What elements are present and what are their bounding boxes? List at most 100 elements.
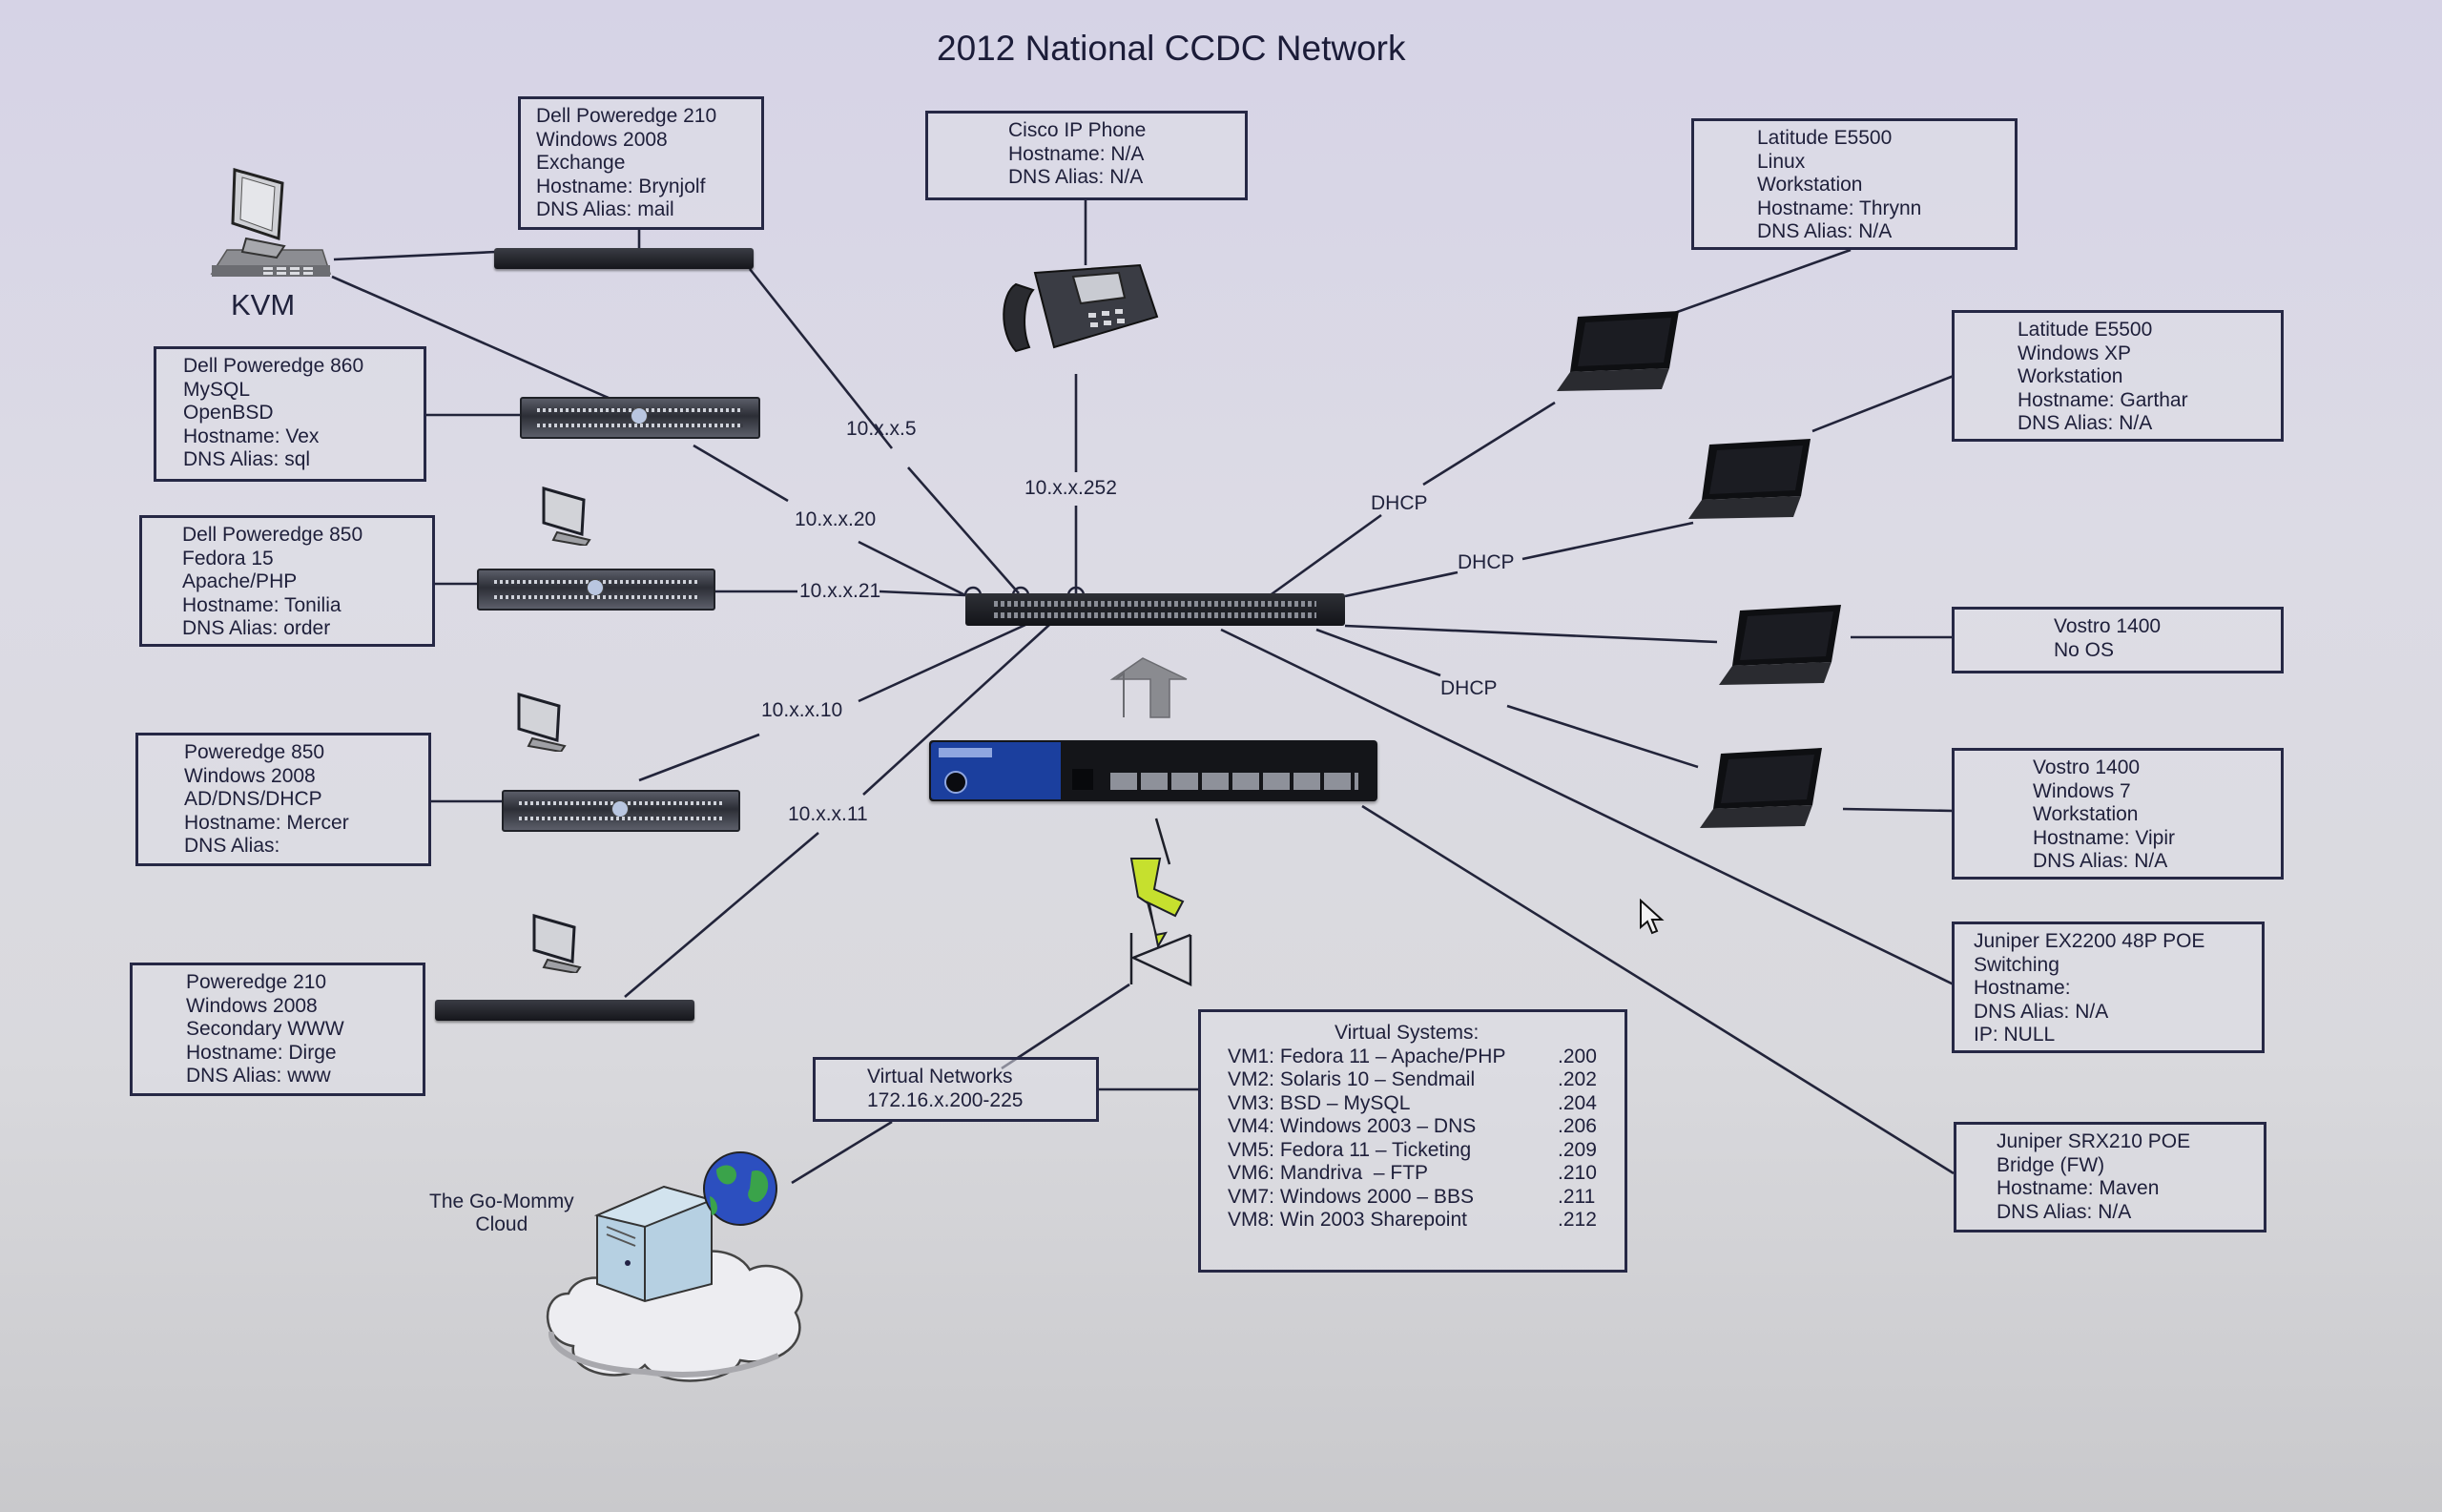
link-exchange-switch [748, 268, 894, 449]
laptop-thrynn[interactable] [1557, 303, 1681, 395]
box-line: Virtual Networks [867, 1066, 1013, 1087]
box-line: Dell Poweredge 850 [182, 524, 363, 546]
uplink-arrow-icon [1109, 657, 1188, 718]
server-www2[interactable] [435, 1000, 694, 1021]
kvm-label: KVM [231, 288, 296, 321]
vm-ip: .202 [1558, 1068, 1597, 1090]
link-switch-garthar [1344, 570, 1459, 598]
info-box-ad: Poweredge 850 Windows 2008 AD/DNS/DHCP H… [135, 733, 431, 866]
box-line: Hostname: Brynjolf [536, 175, 706, 197]
box-line: Workstation [2018, 365, 2123, 387]
info-box-vipir: Vostro 1400 Windows 7 Workstation Hostna… [1952, 748, 2284, 880]
link-label-mysql: 10.x.x.20 [795, 508, 877, 530]
vm-name: VM5: Fedora 11 – Ticketing [1228, 1138, 1472, 1161]
box-line: DNS Alias: [184, 835, 280, 857]
box-line: Latitude E5500 [2018, 319, 2153, 341]
vm-ip: .200 [1558, 1045, 1597, 1067]
box-line: Vostro 1400 [2033, 756, 2141, 778]
box-line: Hostname: Vex [183, 425, 320, 447]
laptop-vostro-noos[interactable] [1719, 597, 1843, 689]
server-web[interactable] [477, 569, 715, 611]
box-line: DNS Alias: N/A [1008, 166, 1144, 188]
box-line: DNS Alias: mail [536, 198, 674, 220]
box-line: AD/DNS/DHCP [184, 788, 322, 810]
globe-icon [703, 1151, 777, 1226]
link-label-exchange: 10.x.x.5 [846, 418, 917, 440]
link-antenna-vnet [1001, 983, 1130, 1070]
box-line: Windows 2008 [536, 128, 668, 151]
vm-ip: .211 [1558, 1185, 1596, 1208]
vm-name: VM7: Windows 2000 – BBS [1228, 1185, 1474, 1208]
vm-row: VM8: Win 2003 Sharepoint.212 [1228, 1209, 1625, 1232]
link-label-www2: 10.x.x.11 [788, 803, 868, 825]
diagram-title: 2012 National CCDC Network [937, 29, 1406, 68]
vm-ip: .210 [1558, 1162, 1597, 1184]
box-line: Hostname: N/A [1008, 142, 1145, 165]
box-line: Exchange [536, 152, 626, 174]
box-line: Hostname: Dirge [186, 1041, 337, 1064]
box-line: MySQL [183, 378, 251, 401]
server-ad[interactable] [502, 790, 740, 832]
laptop-vipir[interactable] [1700, 740, 1824, 832]
ip-phone-icon[interactable] [997, 256, 1159, 362]
box-line: Poweredge 210 [186, 971, 327, 993]
kvm-device[interactable] [208, 164, 332, 283]
box-line: DNS Alias: sql [183, 448, 311, 470]
link-label-dhcp-1: DHCP [1371, 492, 1428, 514]
link-mysql-switch [693, 444, 789, 503]
link-vnet-cloud [791, 1120, 893, 1185]
box-line: Poweredge 850 [184, 741, 325, 763]
link-label-dhcp-3: DHCP [1440, 677, 1498, 699]
box-line: Bridge (FW) [1997, 1153, 2105, 1176]
box-line: OpenBSD [183, 402, 274, 424]
core-switch-ex2200[interactable] [965, 593, 1345, 626]
link-kvm-mysql [331, 275, 611, 401]
info-box-phone: Cisco IP Phone Hostname: N/A DNS Alias: … [925, 111, 1248, 200]
box-line: Hostname: Garthar [2018, 388, 2188, 411]
box-line: DNS Alias: N/A [1757, 220, 1893, 242]
info-box-ex2200: Juniper EX2200 48P POE Switching Hostnam… [1952, 922, 2265, 1053]
link-switch-ex2200 [1220, 628, 1955, 986]
server-exchange[interactable] [494, 248, 754, 269]
info-box-exchange: Dell Poweredge 210 Windows 2008 Exchange… [518, 96, 764, 230]
laptop-garthar[interactable] [1688, 431, 1812, 523]
server-mysql[interactable] [520, 397, 760, 439]
info-box-srx210: Juniper SRX210 POE Bridge (FW) Hostname:… [1954, 1122, 2266, 1232]
info-box-mysql: Dell Poweredge 860 MySQL OpenBSD Hostnam… [154, 346, 426, 482]
link-label-web: 10.x.x.21 [799, 580, 881, 602]
box-line: Hostname: Mercer [184, 811, 349, 834]
box-line: Linux [1757, 150, 1806, 173]
vm-row: VM1: Fedora 11 – Apache/PHP.200 [1228, 1046, 1625, 1069]
box-line: No OS [2054, 638, 2115, 661]
box-line: Hostname: Maven [1997, 1177, 2160, 1199]
monitor-icon [542, 487, 591, 546]
vm-name: VM6: Mandriva – FTP [1228, 1162, 1429, 1184]
info-box-www2: Poweredge 210 Windows 2008 Secondary WWW… [130, 963, 425, 1096]
box-line: Hostname: Thrynn [1757, 197, 1922, 219]
box-line: Switching [1974, 953, 2059, 976]
box-line: Workstation [2033, 803, 2139, 825]
box-line: Windows 2008 [184, 764, 316, 787]
box-line: Secondary WWW [186, 1018, 344, 1040]
monitor-icon [532, 914, 582, 973]
link-kvm-exchange [333, 250, 497, 261]
vm-name: VM8: Win 2003 Sharepoint [1228, 1209, 1467, 1231]
cloud-server-icon[interactable] [540, 1150, 826, 1389]
box-line: Juniper SRX210 POE [1997, 1130, 2191, 1152]
link-ad-switch [638, 733, 760, 782]
info-box-virtual-systems: Virtual Systems: VM1: Fedora 11 – Apache… [1198, 1009, 1627, 1273]
box-line: Windows 2008 [186, 994, 318, 1017]
firewall-srx210[interactable] [929, 740, 1377, 801]
info-box-web: Dell Poweredge 850 Fedora 15 Apache/PHP … [139, 515, 435, 647]
link-www2-switch [624, 832, 819, 998]
link-firewall-srx [1361, 804, 1955, 1175]
box-line: DNS Alias: N/A [2018, 412, 2153, 434]
cloud-label-line: The Go-Mommy [429, 1191, 574, 1212]
vm-name: VM2: Solaris 10 – Sendmail [1228, 1068, 1476, 1090]
box-line: Dell Poweredge 860 [183, 355, 364, 377]
vm-row: VM4: Windows 2003 – DNS.206 [1228, 1115, 1625, 1139]
link-switch-vostro [1344, 624, 1718, 644]
cloud-label-line: Cloud [475, 1213, 528, 1235]
vm-ip: .206 [1558, 1115, 1597, 1137]
link-label-dhcp-2: DHCP [1458, 551, 1515, 573]
